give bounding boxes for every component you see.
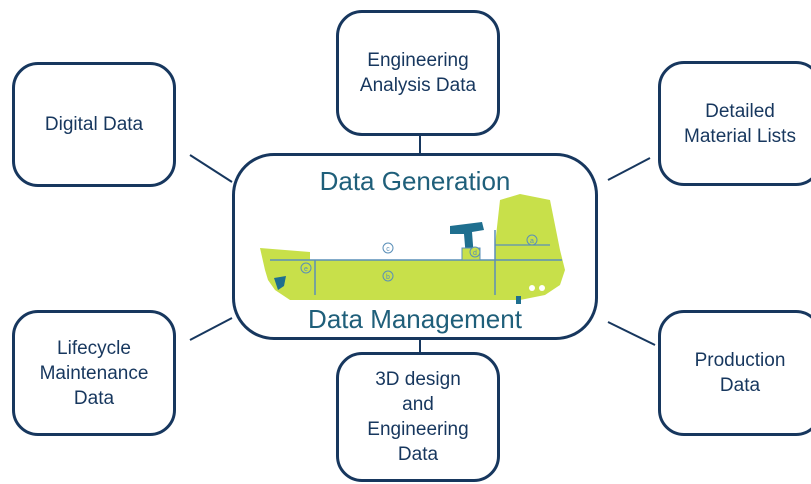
node-lifecycle-maintenance-data: Lifecycle Maintenance Data	[12, 310, 176, 436]
center-title-data-management: Data Management	[308, 304, 522, 334]
ship-illustration: a b c d e	[260, 194, 565, 304]
ship-propeller-icon	[274, 276, 286, 290]
node-engineering-analysis-data-text: Engineering Analysis Data	[359, 50, 477, 96]
svg-text:e: e	[304, 266, 308, 273]
ship-hull	[260, 194, 565, 300]
connector-digital	[189, 154, 233, 183]
connector-production	[607, 321, 656, 346]
node-production-data-text: Production Data	[694, 350, 786, 396]
ship-thruster-icon	[516, 296, 521, 304]
connector-material	[607, 157, 651, 181]
ship-label-c: c	[382, 242, 394, 254]
node-digital-data-text: Digital Data	[44, 114, 144, 135]
ship-crane-icon	[450, 222, 484, 258]
node-detailed-material-lists-text: Detailed Material Lists	[684, 100, 796, 147]
ship-bow-thruster-icon-2	[539, 285, 545, 291]
ship-label-e: e	[300, 262, 312, 274]
node-lifecycle-maintenance-data-text: Lifecycle Maintenance Data	[39, 337, 149, 409]
ship-label-b: b	[382, 270, 394, 282]
node-engineering-analysis-data: Engineering Analysis Data	[336, 10, 500, 136]
node-production-data: Production Data	[658, 310, 811, 436]
svg-text:a: a	[530, 238, 534, 245]
connector-lifecycle	[189, 317, 233, 341]
ship-label-a: a	[526, 234, 538, 246]
node-3d-design-engineering-data-text: 3D design and Engineering Data	[367, 369, 469, 465]
ship-label-d: d	[469, 246, 481, 258]
node-detailed-material-lists: Detailed Material Lists	[658, 61, 811, 186]
node-digital-data: Digital Data	[12, 62, 176, 187]
svg-text:d: d	[473, 250, 477, 257]
node-3d-design-engineering-data: 3D design and Engineering Data	[336, 352, 500, 482]
ship-bow-thruster-icon-1	[529, 285, 535, 291]
svg-text:b: b	[386, 274, 390, 281]
center-title-data-generation: Data Generation	[319, 166, 511, 196]
svg-text:c: c	[386, 246, 390, 253]
